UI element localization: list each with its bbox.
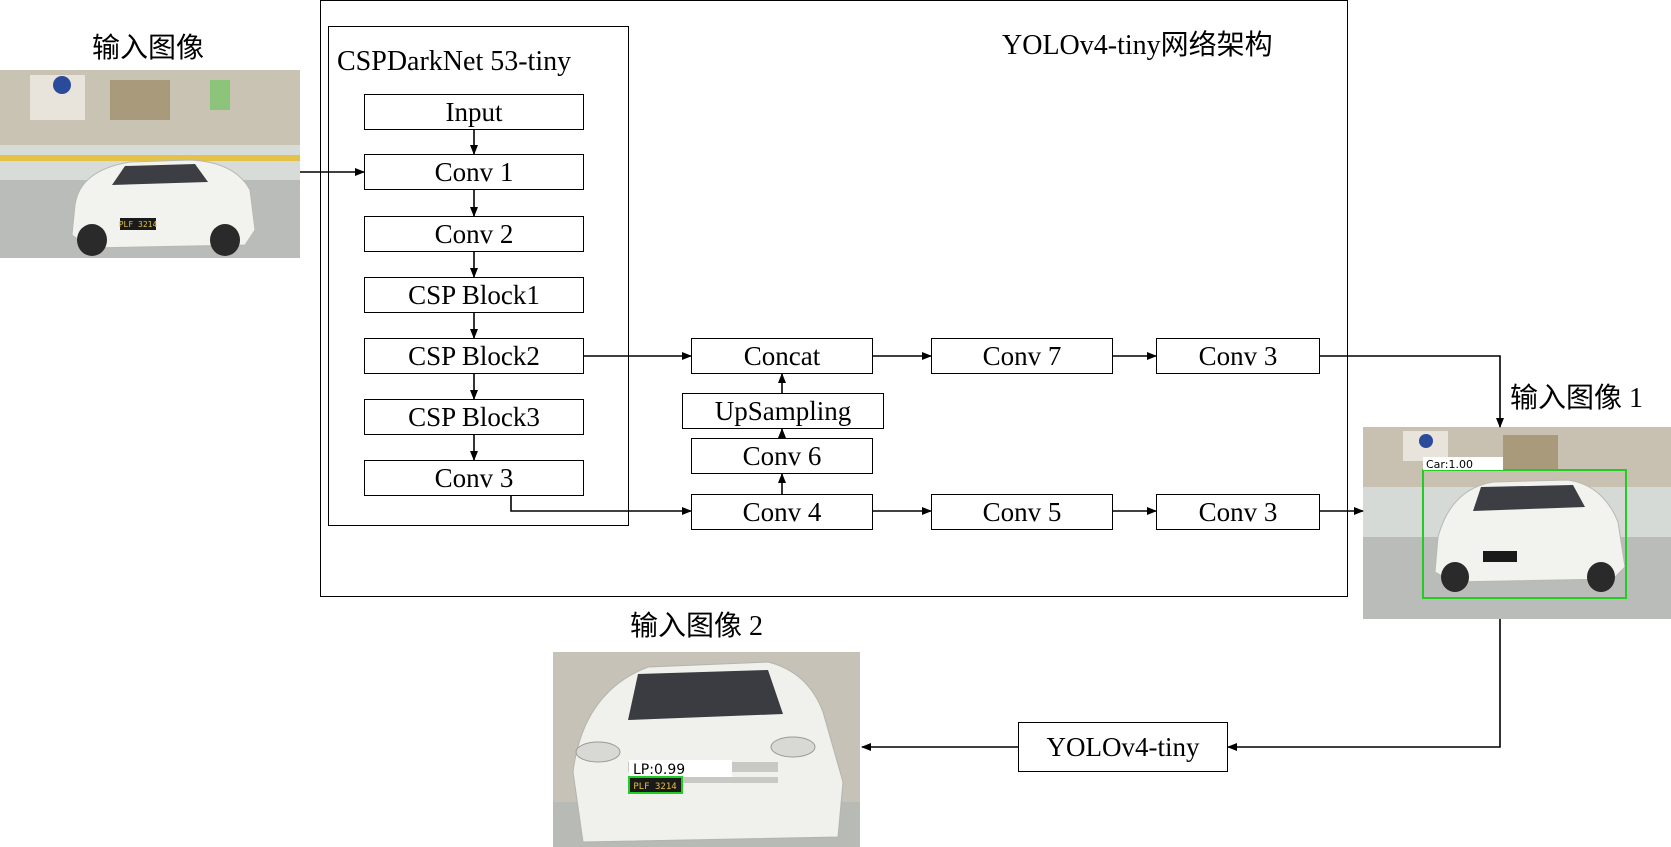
concat-block: Concat [691,338,873,374]
input-image-2-label: 输入图像 2 [630,611,764,642]
yolov4-tiny-block: YOLOv4-tiny [1018,722,1228,772]
detection-photo-2: LP:0.99 PLF 3214 [553,652,860,847]
csp-block3: CSP Block3 [364,399,584,435]
input-image-1-label: 输入图像 1 [1510,383,1644,414]
architecture-title: YOLOv4-tiny网络架构 [1002,30,1273,61]
plate-text: PLF 3214 [633,782,676,792]
conv5-block: Conv 5 [931,494,1113,530]
input-block: Input [364,94,584,130]
csp-block1: CSP Block1 [364,277,584,313]
plate-detection-label: LP:0.99 [633,762,685,778]
backbone-conv3-block: Conv 3 [364,460,584,496]
input-photo: PLF 3214 [0,70,300,258]
backbone-title: CSPDarkNet 53-tiny [337,46,572,77]
car-detection-label: Car:1.00 [1426,458,1473,471]
conv7-block: Conv 7 [931,338,1113,374]
architecture-frame [320,0,1348,597]
conv4-block: Conv 4 [691,494,873,530]
detection-photo-1: Car:1.00 [1363,427,1671,619]
head-conv3-bottom-block: Conv 3 [1156,494,1320,530]
svg-text:PLF 3214: PLF 3214 [119,220,158,229]
conv6-block: Conv 6 [691,438,873,474]
conv2-block: Conv 2 [364,216,584,252]
head-conv3-top-block: Conv 3 [1156,338,1320,374]
backbone-frame [328,26,629,526]
upsampling-block: UpSampling [682,393,884,429]
input-image-label: 输入图像 [92,33,205,64]
car-photo-graphic: PLF 3214 [0,70,300,258]
plate-detection-graphic: LP:0.99 PLF 3214 [553,652,860,847]
car-detection-graphic: Car:1.00 [1363,427,1671,619]
